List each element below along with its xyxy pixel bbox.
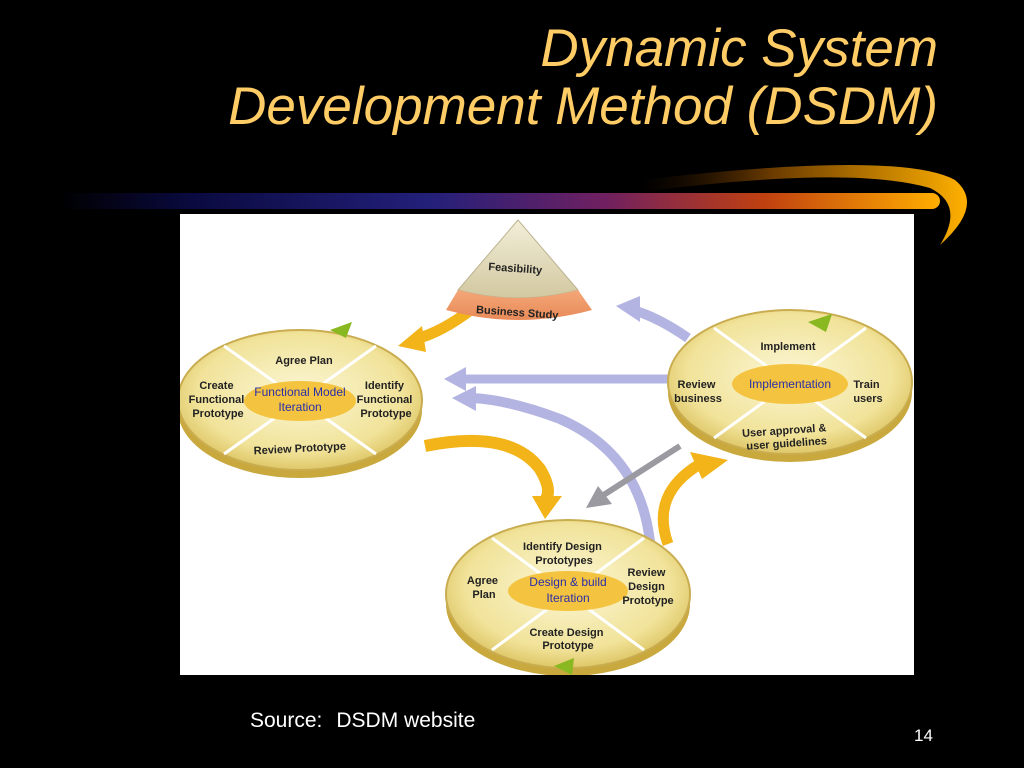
design-top-label: Identify Design Prototypes — [523, 541, 605, 567]
arrow-implementation-to-design — [600, 443, 682, 499]
source-label: Source: — [250, 709, 323, 732]
implementation-right-2: users — [853, 393, 882, 405]
functional-left-3: Prototype — [192, 408, 243, 420]
functional-left-2: Functional — [189, 394, 245, 406]
implementation-center-label: Implementation — [749, 377, 831, 391]
business-study-label: Business Study — [476, 304, 560, 322]
functional-right-1: Identify — [365, 380, 405, 392]
source-caption: Source: DSDM website — [250, 709, 475, 733]
implementation-left-1: Review — [678, 379, 716, 391]
functional-top-label: Agree Plan — [275, 355, 333, 367]
design-left-label: Agree Plan — [467, 575, 501, 601]
design-left-2: Plan — [472, 589, 496, 601]
play-icon — [554, 658, 574, 675]
implementation-right-1: Train — [853, 379, 880, 391]
slide-title: Dynamic System Development Method (DSDM) — [38, 20, 938, 136]
arrow-head-functional-2 — [444, 367, 466, 391]
page-number: 14 — [914, 726, 933, 745]
functional-right-label: Identify Functional Prototype — [357, 380, 416, 420]
design-top-1: Identify Design — [523, 541, 602, 553]
feasibility-cone: Feasibility Business Study — [446, 219, 592, 322]
implementation-bottom-label: User approval & user guidelines — [742, 422, 831, 453]
play-icon — [808, 314, 832, 332]
dsdm-diagram-svg: Feasibility Business Study Functional Mo… — [180, 219, 913, 675]
title-line-1: Dynamic System — [540, 19, 938, 78]
play-icon — [330, 322, 352, 338]
feasibility-label: Feasibility — [488, 261, 543, 277]
functional-left-label: Create Functional Prototype — [189, 380, 248, 420]
source-value: DSDM website — [336, 709, 476, 732]
implementation-left-label: Review business — [674, 379, 722, 405]
implementation-left-2: business — [674, 393, 722, 405]
decorative-swoosh — [60, 165, 967, 245]
design-bottom-1: Create Design — [529, 627, 603, 639]
implementation-right-label: Train users — [853, 379, 882, 405]
arrow-head-functional-3 — [452, 386, 476, 411]
dsdm-diagram: Feasibility Business Study Functional Mo… — [180, 214, 914, 675]
functional-bottom-label: Review Prototype — [253, 441, 346, 458]
arrow-design-to-implementation — [657, 459, 703, 546]
functional-right-2: Functional — [357, 394, 413, 406]
design-center-line2: Iteration — [546, 591, 589, 605]
title-line-2: Development Method (DSDM) — [228, 77, 938, 136]
design-build-wheel: Design & build Iteration Identify Design… — [445, 519, 691, 675]
arrow-head-feasibility — [616, 296, 640, 322]
implementation-top-label: Implement — [760, 341, 815, 353]
design-right-label: Review Design Prototype — [622, 567, 673, 607]
flow-arrows — [398, 296, 728, 546]
arrow-design-to-functional — [471, 393, 655, 543]
arrow-head-design-2 — [586, 486, 612, 508]
functional-center-line2: Iteration — [278, 400, 321, 414]
arrow-implementation-to-feasibility — [630, 305, 691, 343]
arrow-functional-to-design — [423, 435, 554, 503]
design-center-line1: Design & build — [529, 575, 606, 589]
arrow-head-design — [532, 496, 562, 519]
functional-center-line1: Functional Model — [254, 385, 345, 399]
arrow-head-implementation — [690, 452, 728, 479]
design-right-3: Prototype — [622, 595, 673, 607]
design-bottom-label: Create Design Prototype — [529, 627, 606, 652]
design-left-1: Agree — [467, 575, 498, 587]
design-right-2: Design — [628, 581, 665, 593]
implementation-bottom-2: user guidelines — [746, 435, 827, 453]
gradient-bar — [60, 193, 940, 209]
swoosh-arc — [640, 165, 967, 245]
implementation-bottom-1: User approval & — [742, 422, 827, 440]
implementation-wheel: Implementation Implement Review business… — [667, 309, 913, 462]
functional-right-3: Prototype — [360, 408, 411, 420]
design-top-2: Prototypes — [535, 555, 592, 567]
functional-model-wheel: Functional Model Iteration Agree Plan Cr… — [180, 322, 423, 478]
design-right-1: Review — [628, 567, 666, 579]
functional-left-1: Create — [199, 380, 233, 392]
design-bottom-2: Prototype — [542, 640, 593, 652]
arrow-head-functional — [398, 326, 426, 352]
